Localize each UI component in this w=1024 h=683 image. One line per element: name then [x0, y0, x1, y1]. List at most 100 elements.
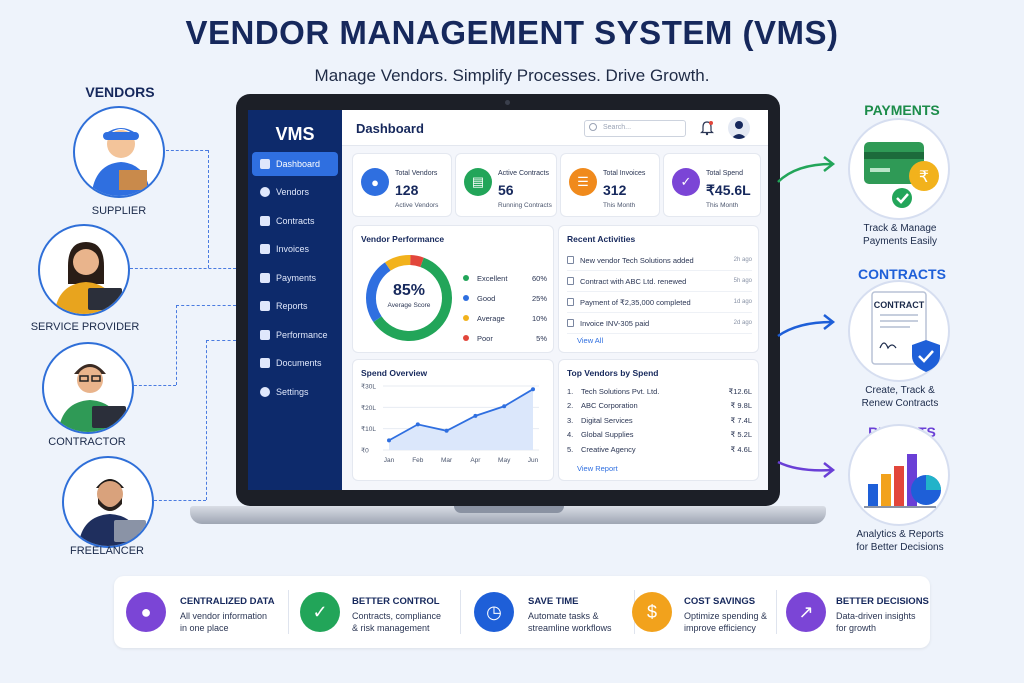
stat-sub: This Month	[603, 202, 636, 209]
card-title: Top Vendors by Spend	[567, 368, 659, 378]
legend-label: Poor	[477, 333, 493, 343]
nav-dashboard[interactable]: Dashboard	[252, 152, 338, 176]
reports-illustration	[848, 424, 950, 526]
nav-label: Contracts	[276, 216, 315, 226]
nav-invoices[interactable]: Invoices	[252, 237, 338, 261]
caption-line: Create, Track &	[865, 385, 935, 396]
contractor-avatar	[42, 342, 134, 434]
payments-heading: PAYMENTS	[864, 102, 940, 118]
spend-point[interactable]	[473, 413, 478, 418]
vendor-rank: 3.	[567, 415, 574, 425]
stat-card-contracts[interactable]: ▤ Active Contracts 56 Running Contracts	[456, 154, 556, 216]
performance-icon	[260, 330, 270, 340]
donut-slice	[384, 255, 411, 271]
supplier-label: SUPPLIER	[91, 205, 147, 217]
nav-contracts[interactable]: Contracts	[252, 209, 338, 233]
contract-doc-label: CONTRACT	[874, 300, 925, 310]
main-content: Dashboard Search... ● Total Vendors 128 …	[342, 110, 768, 490]
legend-value: 10%	[531, 313, 547, 323]
service-provider-label: SERVICE PROVIDER	[30, 321, 140, 333]
nav-label: Settings	[276, 387, 309, 397]
top-vendor-row[interactable]: 3.Digital Services₹ 7.4L	[567, 413, 752, 428]
freelancer-avatar	[62, 456, 154, 548]
top-vendor-row[interactable]: 1.Tech Solutions Pvt. Ltd.₹12.6L	[567, 384, 752, 399]
benefit-line: & risk management	[352, 623, 430, 633]
nav-documents[interactable]: Documents	[252, 351, 338, 375]
users-icon: ●	[361, 168, 389, 196]
search-input[interactable]: Search...	[584, 120, 686, 137]
bar-chart-icon	[864, 454, 941, 508]
shield-icon: ✓	[300, 592, 340, 632]
spend-point[interactable]	[444, 428, 449, 433]
vendors-heading: VENDORS	[85, 84, 155, 100]
vendor-name: Tech Solutions Pvt. Ltd.	[581, 386, 660, 396]
spend-point[interactable]	[387, 438, 391, 443]
stat-value: 128	[395, 182, 419, 198]
freelancer-label: FREELANCER	[70, 545, 144, 557]
top-vendor-row[interactable]: 5.Creative Agency₹ 4.6L	[567, 442, 752, 457]
vendor-name: Global Supplies	[581, 430, 634, 440]
nav-payments[interactable]: Payments	[252, 266, 338, 290]
dashboard-title: Dashboard	[356, 121, 424, 136]
benefit-title: SAVE TIME	[528, 596, 579, 607]
spend-point[interactable]	[415, 422, 420, 427]
nav-reports[interactable]: Reports	[252, 294, 338, 318]
contracts-illustration: CONTRACT	[848, 280, 950, 382]
spend-point[interactable]	[531, 387, 535, 392]
clock-icon: ◷	[474, 592, 514, 632]
nav-vendors[interactable]: Vendors	[252, 180, 338, 204]
credit-card-icon: ₹	[864, 142, 939, 208]
benefit-text: Automate tasks &streamline workflows	[528, 610, 628, 634]
activity-time: 2h ago	[733, 257, 752, 263]
money-bag-icon: $	[632, 592, 672, 632]
search-icon	[589, 123, 597, 131]
stat-card-invoices[interactable]: ☰ Total Invoices 312 This Month	[561, 154, 659, 216]
activity-time: 1d ago	[733, 299, 752, 305]
top-vendor-row[interactable]: 2.ABC Corporation₹ 9.8L	[567, 399, 752, 414]
nav-label: Payments	[276, 273, 317, 283]
stat-card-vendors[interactable]: ● Total Vendors 128 Active Vendors	[353, 154, 451, 216]
y-tick-label: ₹0	[361, 447, 369, 455]
supplier-avatar	[73, 106, 165, 198]
vendor-performance-card: Vendor Performance 85% Average Score Exc…	[353, 226, 553, 352]
checklist-icon: ✓	[672, 168, 700, 196]
activity-text: Invoice INV-305 paid	[580, 318, 650, 328]
user-avatar[interactable]	[728, 117, 750, 139]
sidebar: VMS Dashboard Vendors Contracts Invoices…	[248, 110, 342, 490]
activity-icon	[567, 298, 574, 306]
legend-label: Good	[477, 293, 496, 303]
insights-icon: ↗	[786, 592, 826, 632]
app-brand: VMS	[275, 124, 315, 144]
y-tick-label: ₹20L	[361, 404, 376, 412]
document-icon: ▤	[464, 168, 492, 196]
chart-icon	[260, 301, 270, 311]
view-all-link[interactable]: View All	[577, 336, 604, 345]
stat-card-spend[interactable]: ✓ Total Spend ₹45.6L This Month	[664, 154, 760, 216]
spend-point[interactable]	[502, 404, 507, 409]
svg-text:₹: ₹	[919, 167, 929, 186]
x-tick-label: Apr	[470, 457, 481, 464]
nav-performance[interactable]: Performance	[252, 323, 338, 347]
bell-icon[interactable]	[700, 120, 714, 136]
view-report-link[interactable]: View Report	[577, 464, 618, 473]
activity-icon	[567, 256, 574, 264]
contracts-caption: Create, Track &Renew Contracts	[825, 384, 975, 410]
caption-line: Track & Manage	[863, 223, 937, 234]
nav-settings[interactable]: Settings	[252, 380, 338, 404]
stat-label: Total Spend	[706, 170, 743, 177]
card-title: Vendor Performance	[361, 234, 445, 244]
contracts-heading: CONTRACTS	[858, 266, 946, 282]
top-vendor-row[interactable]: 4.Global Supplies₹ 5.2L	[567, 428, 752, 443]
y-tick-label: ₹10L	[361, 425, 376, 433]
